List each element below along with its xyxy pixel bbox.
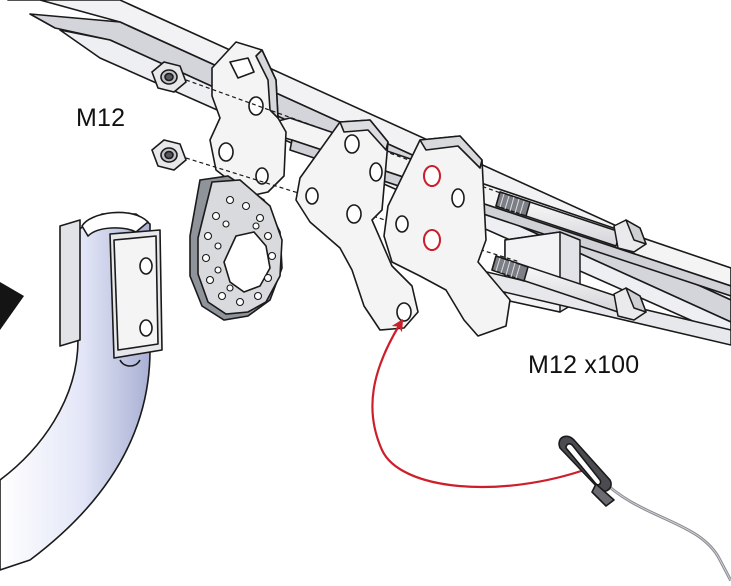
breakaway-cable (598, 476, 731, 583)
mounting-bracket (209, 41, 287, 197)
tow-hook (0, 211, 163, 571)
nut-lower (151, 139, 187, 171)
highlight-hole-lower (423, 229, 441, 251)
bolt-lower (491, 255, 647, 321)
highlight-hole-upper (423, 165, 441, 187)
cable-clip-icon (558, 435, 615, 507)
bolt-size-label: M12 x100 (528, 351, 640, 379)
highlighted-holes (423, 165, 441, 251)
nut-size-label: M12 (76, 104, 126, 132)
brake-rotor (189, 175, 283, 321)
nut-upper (151, 61, 187, 93)
connection-arrow (371, 318, 591, 489)
bolt-upper (495, 191, 647, 253)
direction-arrow-icon (0, 282, 24, 330)
mounting-plate-front (295, 119, 419, 331)
